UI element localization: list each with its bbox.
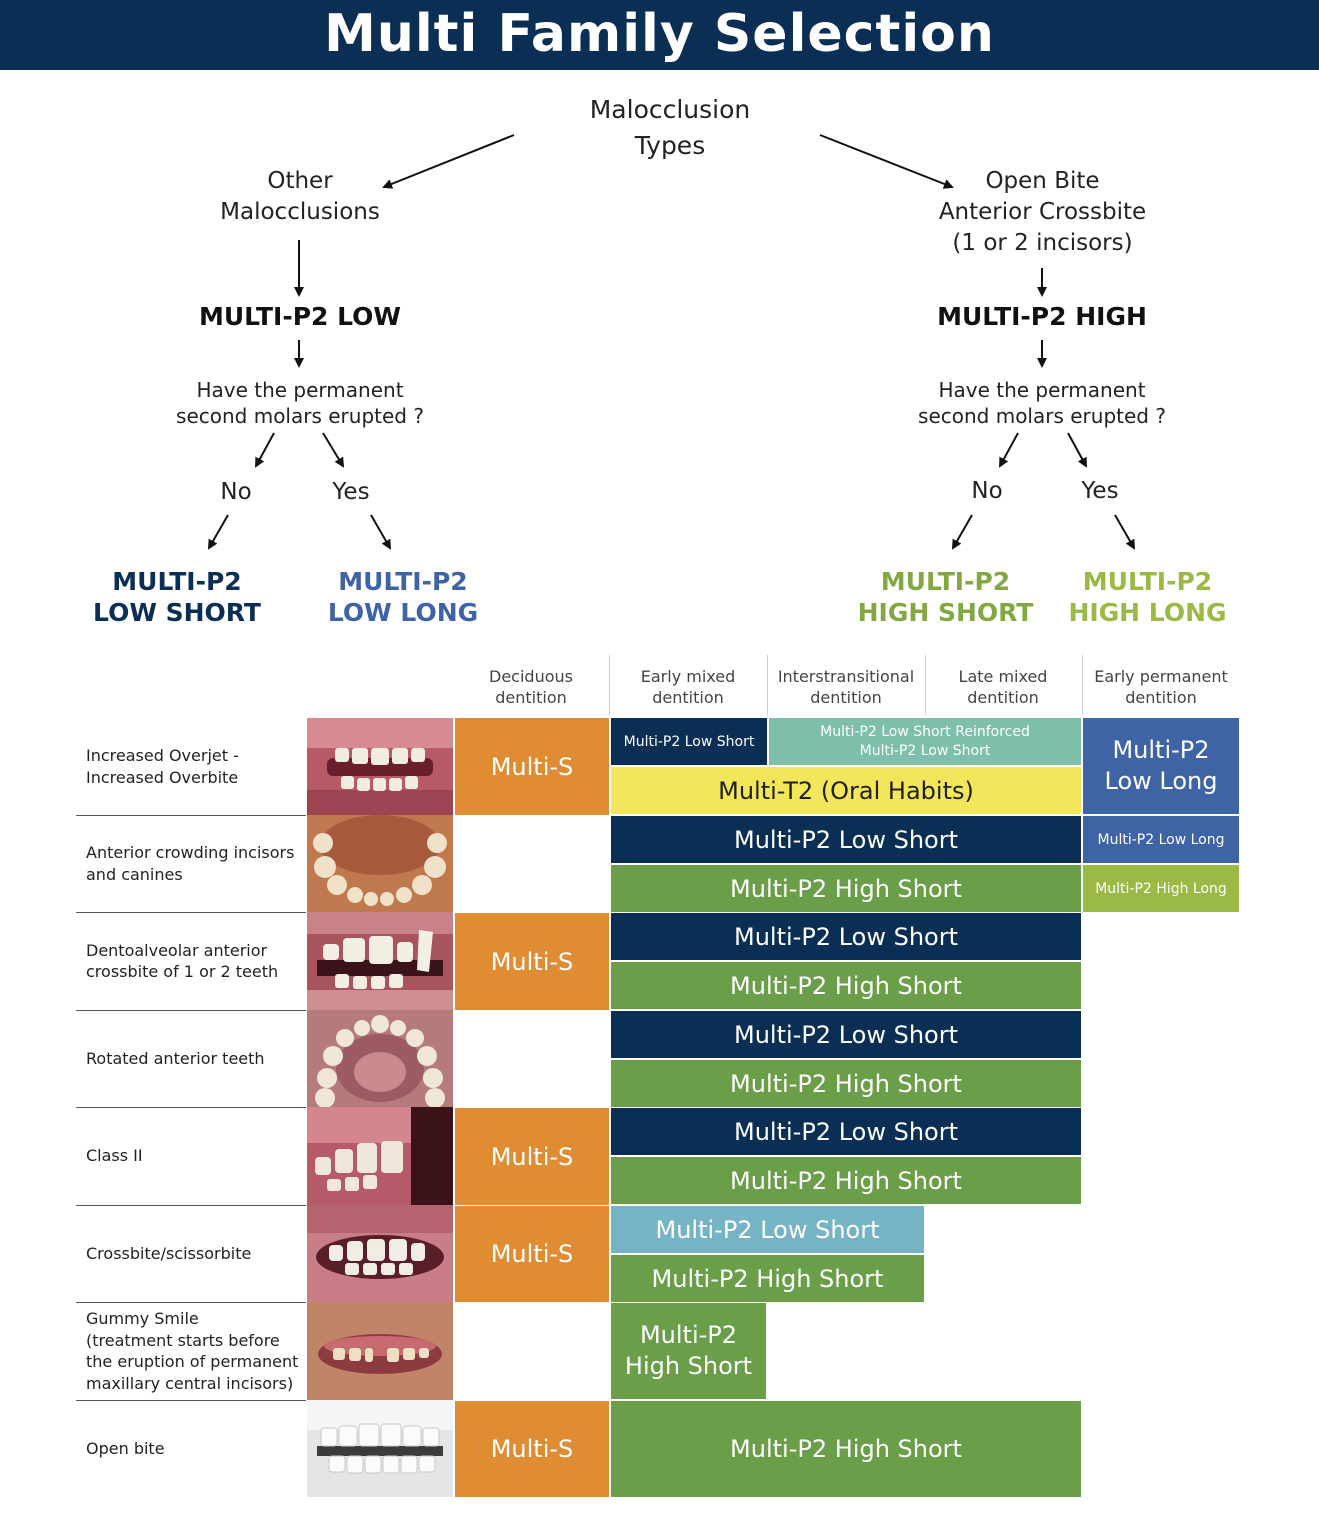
cell-r8-high-short: Multi-P2 High Short bbox=[611, 1401, 1081, 1497]
cell-r3-low-short: Multi-P2 Low Short bbox=[611, 913, 1081, 960]
cell-r5-high-short: Multi-P2 High Short bbox=[611, 1157, 1081, 1204]
row-divider bbox=[76, 1010, 306, 1011]
flow-arrows bbox=[208, 134, 1135, 550]
flow-left-no: No bbox=[220, 479, 252, 505]
cell-r6-low-short: Multi-P2 Low Short bbox=[611, 1206, 924, 1253]
row-divider bbox=[76, 1107, 306, 1108]
page-title: Multi Family Selection bbox=[324, 4, 995, 64]
cell-r2-high-long: Multi-P2 High Long bbox=[1083, 865, 1239, 912]
cell-r6-high-short: Multi-P2 High Short bbox=[611, 1255, 924, 1302]
cell-r2-high-short: Multi-P2 High Short bbox=[611, 865, 1081, 912]
photo-dento-crossbite bbox=[307, 912, 453, 1010]
row-divider bbox=[76, 912, 306, 913]
header-bar bbox=[0, 0, 1319, 70]
arrow-left-no bbox=[255, 432, 275, 468]
arrow-left-yes bbox=[322, 432, 345, 468]
photo-open-bite bbox=[307, 1400, 453, 1497]
cell-r4-high-short: Multi-P2 High Short bbox=[611, 1060, 1081, 1107]
arrow-root-left bbox=[382, 134, 515, 189]
arrow-root-right bbox=[819, 134, 954, 189]
cell-r3-deciduous: Multi-S bbox=[455, 913, 609, 1010]
flow-left-product: MULTI-P2 LOW bbox=[199, 302, 401, 331]
row-divider bbox=[76, 815, 306, 816]
flow-left-yes: Yes bbox=[332, 479, 370, 505]
arrow-left-leaf-yes bbox=[370, 514, 391, 550]
row-label-crossbite: Crossbite/scissorbite bbox=[86, 1243, 252, 1263]
row-divider bbox=[76, 1302, 306, 1303]
row-label-rotated: Rotated anterior teeth bbox=[86, 1048, 265, 1068]
cell-r1-early-mixed: Multi-P2 Low Short bbox=[611, 718, 767, 765]
row-label-overjet: Increased Overjet -Increased Overbite bbox=[86, 746, 239, 787]
photo-rotated bbox=[307, 1010, 453, 1107]
col-divider bbox=[1082, 655, 1083, 715]
cell-r2-low-short: Multi-P2 Low Short bbox=[611, 816, 1081, 863]
cell-r1-deciduous: Multi-S bbox=[455, 718, 609, 815]
cell-r6-deciduous: Multi-S bbox=[455, 1206, 609, 1302]
cell-r5-low-short: Multi-P2 Low Short bbox=[611, 1108, 1081, 1155]
row-label-class-ii: Class II bbox=[86, 1146, 143, 1166]
flow-right-yes: Yes bbox=[1081, 478, 1119, 504]
photo-overjet bbox=[307, 718, 453, 815]
cell-r5-deciduous: Multi-S bbox=[455, 1108, 609, 1205]
photo-class-ii bbox=[307, 1107, 453, 1205]
row-divider bbox=[76, 1205, 306, 1206]
flow-right-no: No bbox=[971, 478, 1003, 504]
col-divider bbox=[609, 655, 610, 715]
col-divider bbox=[767, 655, 768, 715]
flow-right-product: MULTI-P2 HIGH bbox=[937, 302, 1147, 331]
arrow-right-leaf-yes bbox=[1114, 514, 1135, 550]
cell-r8-deciduous: Multi-S bbox=[455, 1401, 609, 1497]
arrow-right-leaf-no bbox=[952, 514, 973, 550]
cell-r3-high-short: Multi-P2 High Short bbox=[611, 962, 1081, 1009]
photo-gummy-smile bbox=[307, 1302, 453, 1400]
row-label-open-bite: Open bite bbox=[86, 1438, 165, 1458]
cell-r2-low-long: Multi-P2 Low Long bbox=[1083, 816, 1239, 863]
arrow-right-no bbox=[999, 432, 1019, 468]
cell-r1-oral-habits: Multi-T2 (Oral Habits) bbox=[611, 767, 1081, 814]
col-divider bbox=[925, 655, 926, 715]
arrow-left-leaf-no bbox=[208, 514, 229, 550]
photo-crossbite bbox=[307, 1205, 453, 1302]
cell-r4-low-short: Multi-P2 Low Short bbox=[611, 1011, 1081, 1058]
row-divider bbox=[76, 1400, 306, 1401]
photo-crowding bbox=[307, 815, 453, 912]
arrow-right-yes bbox=[1067, 432, 1087, 468]
